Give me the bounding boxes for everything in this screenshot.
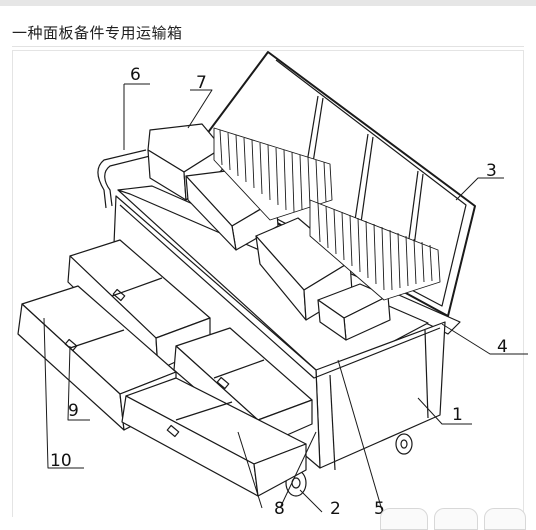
- panel-stack-right: [309, 199, 441, 301]
- label-8: 8: [274, 499, 285, 517]
- top-trays: [147, 123, 391, 341]
- top-strip: [0, 0, 536, 6]
- label-7: 7: [196, 73, 207, 93]
- transport-box-diagram: 6 7 3 4 1 2 8 5 9 10: [17, 51, 528, 517]
- label-10: 10: [50, 451, 72, 471]
- part-labels: 6 7 3 4 1 2 8 5 9 10: [50, 65, 508, 517]
- leader-lines: [43, 83, 528, 517]
- label-9: 9: [68, 401, 79, 421]
- label-1: 1: [452, 405, 463, 425]
- label-3: 3: [486, 161, 497, 181]
- panel-stack-left: [213, 127, 333, 221]
- label-4: 4: [497, 337, 508, 357]
- bottom-tab[interactable]: [380, 508, 428, 530]
- page-title: 一种面板备件专用运输箱: [12, 24, 183, 42]
- label-6: 6: [130, 65, 141, 85]
- label-2: 2: [330, 499, 341, 517]
- label-5: 5: [374, 499, 385, 517]
- bottom-tab[interactable]: [434, 508, 478, 530]
- bottom-tab[interactable]: [484, 508, 526, 530]
- side-handle: [97, 149, 151, 209]
- title-divider: [12, 46, 524, 47]
